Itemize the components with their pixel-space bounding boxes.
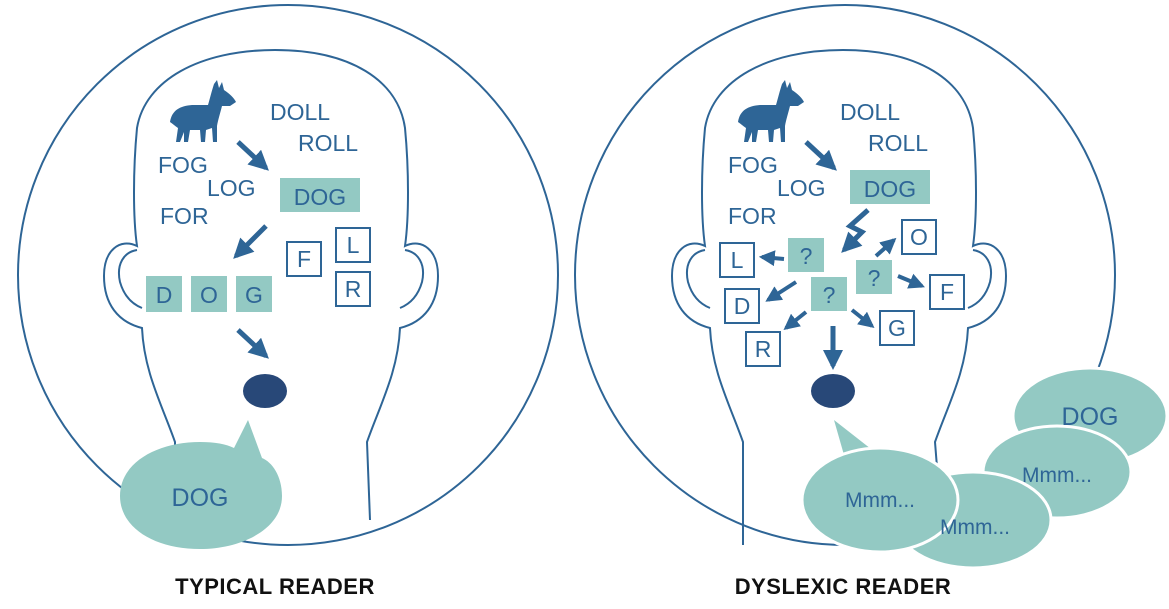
typical-head-outline: [102, 48, 440, 545]
distractor-tile-l: [335, 227, 371, 263]
letter-o: O: [910, 224, 928, 250]
arrow-wolf-to-word: [236, 140, 269, 171]
arrow-to-o: [874, 237, 897, 258]
dyslexic-ear-left-inner: [686, 249, 711, 309]
word-roll: ROLL: [868, 130, 928, 156]
letter-l: L: [731, 247, 744, 273]
unknown-1: ?: [800, 243, 813, 269]
letter-o: O: [200, 282, 218, 308]
arrow-word-to-letters: [233, 224, 268, 259]
typical-speech-text: DOG: [172, 484, 229, 512]
word-roll: ROLL: [298, 130, 358, 156]
distractor-f: F: [297, 246, 311, 272]
word-log: LOG: [207, 175, 256, 201]
letter-tile-l: [719, 242, 755, 278]
typical-caption: TYPICAL READER: [175, 574, 375, 599]
arrow-to-d: [765, 280, 798, 302]
lightning-icon: [841, 208, 870, 253]
speech-bubble-1: [800, 446, 960, 554]
arrow-wolf-to-word: [804, 140, 837, 171]
letter-tile-o: [901, 219, 937, 255]
speech-text-2: Mmm...: [940, 516, 1010, 539]
letter-tile-f: [929, 274, 965, 310]
unknown-tile-3: [811, 277, 847, 311]
typical-ear-left-inner: [118, 249, 143, 309]
dyslexic-mouth: [811, 374, 855, 408]
dyslexic-caption: DYSLEXIC READER: [735, 574, 952, 599]
letter-tile-d: [146, 276, 182, 312]
unknown-tile-2: [856, 260, 892, 294]
letter-tile-g: [236, 276, 272, 312]
word-doll: DOLL: [840, 99, 900, 125]
distractor-tile-f: [286, 241, 322, 277]
letter-g: G: [245, 282, 263, 308]
dyslexic-head-outline: [670, 48, 1008, 545]
letter-tile-r: [745, 331, 781, 367]
word-fog: FOG: [158, 152, 208, 178]
arrow-letters-to-mouth: [236, 328, 269, 359]
unknown-tile-1: [788, 238, 824, 272]
target-word: DOG: [294, 184, 346, 210]
word-log: LOG: [777, 175, 826, 201]
letter-tile-d: [724, 288, 760, 324]
target-word-box: [850, 170, 930, 204]
unknown-2: ?: [868, 265, 881, 291]
arrow-to-g: [850, 308, 875, 328]
letter-g: G: [888, 315, 906, 341]
target-word: DOG: [864, 176, 916, 202]
typical-reader-panel: DOLL ROLL FOG LOG FOR DOG D O G F L R DO…: [17, 4, 559, 599]
speech-text-3: Mmm...: [1022, 464, 1092, 487]
arrow-to-r: [783, 310, 808, 330]
letter-d: D: [156, 282, 173, 308]
letter-d: D: [734, 293, 751, 319]
letter-f: F: [940, 279, 954, 305]
distractor-l: L: [347, 232, 360, 258]
dyslexic-ear-right-inner: [967, 249, 992, 309]
speech-text-1: Mmm...: [845, 489, 915, 512]
typical-ear-right-inner: [399, 249, 424, 309]
word-for: FOR: [728, 203, 777, 229]
typical-mouth: [243, 374, 287, 408]
unknown-3: ?: [823, 282, 836, 308]
speech-text-4: DOG: [1062, 403, 1119, 431]
target-word-box: [280, 178, 360, 212]
word-fog: FOG: [728, 152, 778, 178]
word-doll: DOLL: [270, 99, 330, 125]
word-for: FOR: [160, 203, 209, 229]
letter-tile-o: [191, 276, 227, 312]
distractor-tile-r: [335, 271, 371, 307]
dyslexic-reader-panel: DOLL ROLL FOG LOG FOR DOG ? ? ? O L F D …: [574, 4, 1169, 599]
letter-tile-g: [879, 310, 915, 346]
letter-r: R: [755, 336, 772, 362]
typical-speech-bubble: [120, 420, 282, 549]
arrow-to-l: [758, 250, 785, 267]
distractor-r: R: [345, 276, 362, 302]
arrow-to-f: [897, 273, 925, 289]
